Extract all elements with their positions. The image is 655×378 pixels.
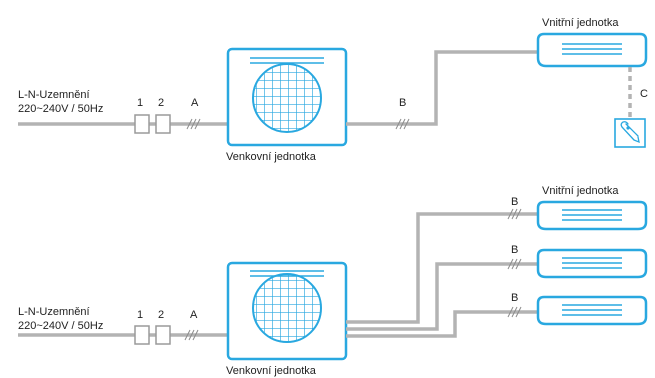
bottom-indoor-unit-label: Vnitřní jednotka bbox=[542, 185, 619, 197]
bottom-cable-b3-label: B bbox=[511, 292, 518, 304]
bottom-indoor-unit-3 bbox=[536, 295, 648, 326]
bottom-fan-grille-icon bbox=[252, 273, 322, 343]
top-indoor-unit-label: Vnitřní jednotka bbox=[542, 17, 619, 29]
bottom-outdoor-unit bbox=[226, 261, 348, 361]
top-fuse-1 bbox=[134, 114, 150, 134]
top-fuse-1-label: 1 bbox=[137, 97, 143, 109]
bottom-diagram: L-N-Uzemnění 220~240V / 50Hz 1 2 A B B B… bbox=[18, 185, 648, 377]
top-fuse-2 bbox=[155, 114, 171, 134]
top-diagram: L-N-Uzemnění 220~240V / 50Hz 1 2 A B C V… bbox=[18, 17, 648, 163]
top-indoor-unit bbox=[536, 32, 648, 68]
top-outdoor-unit-label: Venkovní jednotka bbox=[226, 151, 317, 163]
bottom-fuse-1-label: 1 bbox=[137, 309, 143, 321]
top-fan-grille-icon bbox=[252, 63, 322, 133]
top-cable-a-label: A bbox=[191, 97, 199, 109]
top-cable-b-label: B bbox=[399, 97, 406, 109]
bottom-cable-b1-hatch bbox=[507, 208, 522, 220]
top-supply-label-line1: L-N-Uzemnění bbox=[18, 89, 90, 101]
top-fuse-2-label: 2 bbox=[158, 97, 164, 109]
bottom-cable-b2-hatch bbox=[507, 258, 522, 270]
bottom-indoor-unit-2 bbox=[536, 248, 648, 279]
bottom-outdoor-unit-label: Venkovní jednotka bbox=[226, 365, 317, 377]
bottom-supply-label-line1: L-N-Uzemnění bbox=[18, 306, 90, 318]
top-indoor-unit-body bbox=[536, 32, 648, 68]
bottom-fuse-2-label: 2 bbox=[158, 309, 164, 321]
bottom-supply-label-line2: 220~240V / 50Hz bbox=[18, 320, 103, 332]
bottom-cable-b3-wire bbox=[346, 310, 540, 338]
bottom-cable-b1-label: B bbox=[511, 196, 518, 208]
top-outdoor-unit bbox=[226, 47, 348, 147]
hand-remote-icon bbox=[614, 118, 646, 148]
bottom-fuse-2 bbox=[155, 325, 171, 345]
bottom-cable-b3-hatch bbox=[507, 306, 522, 318]
top-cable-b-hatch bbox=[395, 118, 410, 130]
bottom-cable-a-label: A bbox=[190, 309, 198, 321]
top-cable-c-label: C bbox=[640, 88, 648, 100]
bottom-indoor-unit-1 bbox=[536, 200, 648, 231]
bottom-cable-b1-wire bbox=[346, 212, 540, 324]
bottom-cable-b2-wire bbox=[346, 262, 540, 331]
bottom-fuse-1 bbox=[134, 325, 150, 345]
top-cable-a-hatch bbox=[186, 118, 201, 130]
bottom-cable-b2-label: B bbox=[511, 244, 518, 256]
bottom-cable-a-hatch bbox=[184, 329, 199, 341]
top-cable-b-wire bbox=[346, 50, 540, 126]
top-supply-label-line2: 220~240V / 50Hz bbox=[18, 103, 103, 115]
